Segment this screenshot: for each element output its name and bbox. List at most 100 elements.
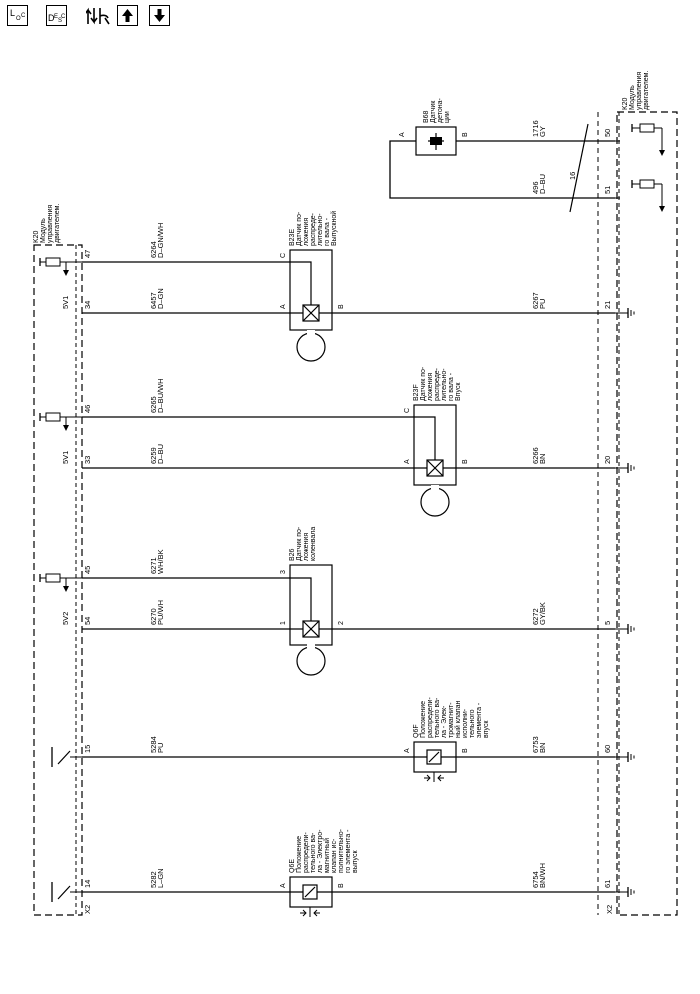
svg-text:BN: BN [538,743,547,753]
right-ground-symbols [615,308,635,897]
svg-text:B: B [462,748,469,753]
svg-text:A: A [404,459,411,464]
svg-text:6270: 6270 [149,608,158,625]
svg-text:распредели-: распредели- [303,832,310,873]
svg-text:ложения: ложения [303,533,310,561]
svg-text:1: 1 [280,621,287,625]
left-module-label: K20 Модуль управления двигателем. [33,204,61,243]
arrow-up-icon [122,9,133,22]
svg-text:го вала -: го вала - [448,372,455,401]
svg-text:Q6F: Q6F [413,724,420,738]
svg-text:5V2: 5V2 [61,612,70,625]
svg-text:Модуль: Модуль [40,218,47,243]
svg-text:ла - Электро-: ла - Электро- [317,829,324,873]
intake-cam-sensor-b23f: C A B B23F Датчик по- ложения распреде- … [61,366,615,517]
svg-text:клапан ис-: клапан ис- [331,838,338,873]
knock-sensor-b68: A B B68 Датчик детона- ции 1716 GY 50 49… [389,97,615,213]
svg-text:5V1: 5V1 [61,451,70,464]
description-button[interactable]: D E S C [46,5,67,26]
svg-text:34: 34 [83,301,92,309]
location-button[interactable]: L O C [7,5,28,26]
svg-text:D: D [48,13,55,23]
svg-text:L–GN: L–GN [156,868,165,888]
svg-text:BN/WH: BN/WH [538,863,547,888]
svg-text:распреде-: распреде- [434,367,441,401]
svg-text:Датчик по-: Датчик по- [420,366,427,401]
svg-text:54: 54 [83,617,92,625]
exhaust-cam-sensor-b23e: C A B B23E Датчик по- ложения распреде- … [61,211,615,362]
svg-text:тельного ва-: тельного ва- [434,697,441,738]
svg-text:16: 16 [568,172,577,180]
svg-text:A: A [280,304,287,309]
svg-text:распредели-: распредели- [427,697,434,738]
svg-text:лительно-: лительно- [317,213,324,246]
svg-text:GY/BK: GY/BK [538,602,547,625]
svg-text:45: 45 [83,566,92,574]
description-icon: D E S C [48,13,66,24]
svg-text:L: L [10,8,15,18]
right-connector-label: X2 [605,905,614,914]
svg-text:Положение: Положение [296,836,303,873]
svg-text:Выпускной: Выпускной [330,211,338,246]
left-driver-symbols [51,747,82,902]
svg-text:ложения: ложения [427,373,434,401]
svg-text:50: 50 [603,129,612,137]
svg-text:B23F: B23F [413,384,420,401]
svg-text:5282: 5282 [149,871,158,888]
svg-text:S: S [58,18,62,24]
svg-text:E: E [54,14,58,20]
svg-text:5: 5 [603,621,612,625]
svg-text:6754: 6754 [531,871,540,888]
svg-text:D–BU/WH: D–BU/WH [156,378,165,413]
svg-text:D–GN: D–GN [156,288,165,309]
svg-text:K20: K20 [622,97,629,110]
svg-text:6259: 6259 [149,447,158,464]
svg-text:33: 33 [83,456,92,464]
svg-text:лительно-: лительно- [441,368,448,401]
svg-text:46: 46 [83,405,92,413]
svg-text:управления: управления [636,72,643,110]
svg-text:47: 47 [83,250,92,258]
svg-text:C: C [280,253,287,258]
svg-text:тельного ва-: тельного ва- [310,832,317,873]
knock-input-symbols [615,123,665,212]
svg-text:20: 20 [603,456,612,464]
svg-text:61: 61 [603,880,612,888]
connector-tool-button[interactable] [84,4,112,28]
svg-text:ла - Элек-: ла - Элек- [441,705,448,738]
svg-text:ложения: ложения [303,218,310,246]
svg-text:5284: 5284 [149,736,158,753]
svg-text:Модуль: Модуль [629,85,636,110]
svg-text:Q6E: Q6E [289,859,296,873]
svg-text:полнительно-: полнительно- [338,828,345,873]
svg-text:WH/BK: WH/BK [156,549,165,574]
svg-text:коленвала: коленвала [310,527,317,561]
svg-text:B26: B26 [289,548,296,561]
svg-text:D–BU: D–BU [538,174,547,194]
svg-text:ции: ции [444,111,451,123]
svg-text:C: C [21,13,26,19]
svg-text:B23E: B23E [289,229,296,246]
svg-text:O: O [16,16,21,22]
svg-text:Положение: Положение [420,701,427,738]
left-input-symbols [39,257,82,592]
svg-text:496: 496 [531,181,540,194]
scroll-up-button[interactable] [117,5,138,26]
svg-text:го вала -: го вала - [324,217,331,246]
left-module-box [33,244,83,916]
svg-text:двигателем.: двигателем. [54,204,61,243]
right-module-box [597,111,678,916]
svg-text:A: A [404,748,411,753]
scroll-down-button[interactable] [149,5,170,26]
svg-text:14: 14 [83,880,92,888]
svg-text:Датчик: Датчик [430,100,437,123]
svg-text:детона-: детона- [437,97,444,123]
svg-text:Датчик по-: Датчик по- [296,211,303,246]
location-icon: L O C [10,8,26,22]
svg-text:GY: GY [538,126,547,137]
svg-text:15: 15 [83,745,92,753]
svg-text:двигателем.: двигателем. [643,71,650,110]
svg-text:го элемента -: го элемента - [345,829,352,873]
svg-text:тельного: тельного [469,709,476,738]
